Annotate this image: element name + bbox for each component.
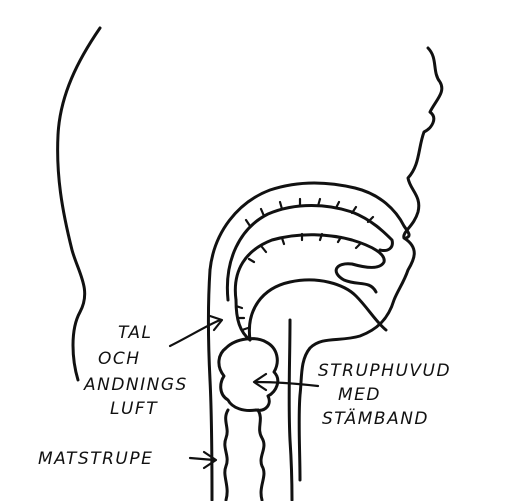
label-andnings: ANDNINGS: [83, 375, 188, 395]
esophagus-left-wall: [225, 410, 228, 500]
label-med: MED: [338, 385, 381, 405]
head-back-outline: [58, 28, 100, 380]
label-och: OCH: [98, 349, 141, 369]
larynx-arrow-line: [256, 382, 318, 386]
label-luft: LUFT: [110, 399, 158, 419]
airflow-arrow-line: [170, 320, 220, 346]
esophagus-right-wall: [258, 410, 264, 500]
palate-contour: [235, 235, 384, 300]
tongue-outline: [249, 280, 386, 340]
label-tal: TAL: [118, 323, 152, 343]
label-stamband: STÄMBAND: [322, 408, 429, 429]
larynx-outline: [219, 339, 278, 411]
trachea-wall: [289, 320, 292, 500]
label-matstrupe: MATSTRUPE: [38, 449, 153, 469]
label-struphuvud: STRUPHUVUD: [318, 361, 451, 381]
